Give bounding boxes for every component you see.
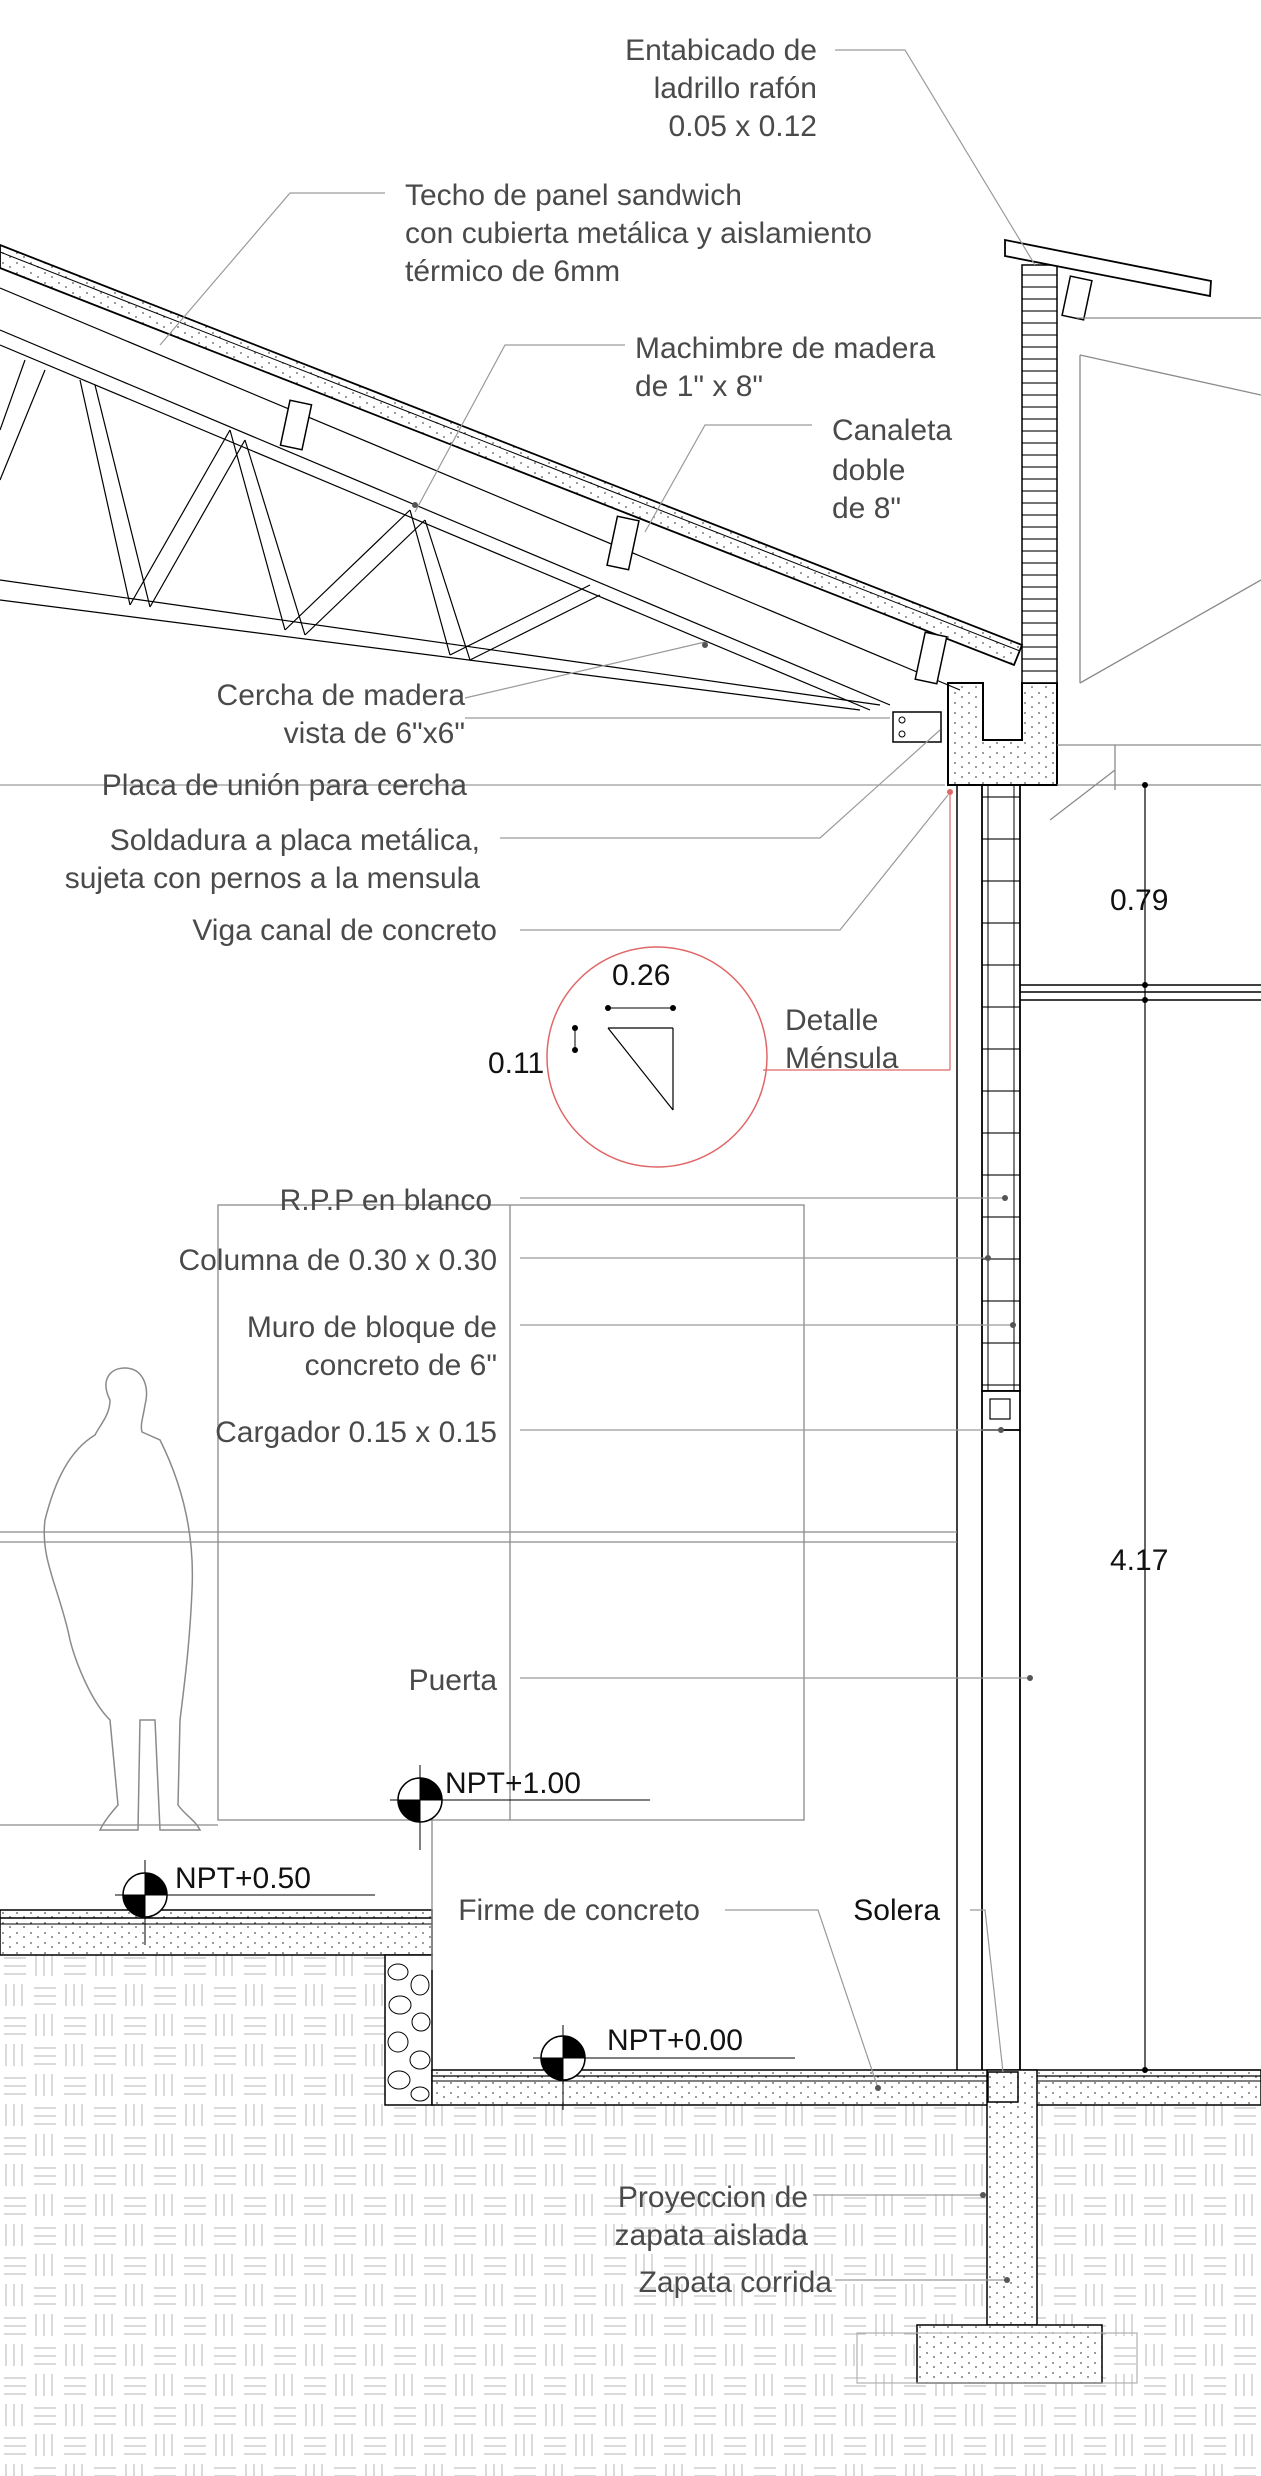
human-figure [43, 1367, 202, 1831]
ground-soil-hatch [0, 1930, 1261, 2476]
roof-panel [0, 244, 1024, 691]
brick-parapet [1004, 238, 1212, 684]
label-cercha-2: vista de 6"x6" [284, 717, 465, 750]
label-entabicado-2: ladrillo rafón [654, 72, 817, 105]
label-puerta: Puerta [409, 1664, 498, 1697]
timber-truss [0, 329, 891, 711]
dimension-079: 0.79 [1110, 884, 1168, 917]
label-viga: Viga canal de concreto [192, 914, 497, 947]
label-rpp: R.P.P en blanco [280, 1184, 492, 1217]
label-zapata: Zapata corrida [639, 2266, 833, 2299]
label-machimbre-1: Machimbre de madera [635, 332, 935, 365]
dimension-026: 0.26 [612, 959, 670, 992]
label-canaleta-1: Canaleta [832, 414, 952, 447]
label-muro-1: Muro de bloque de [247, 1311, 497, 1344]
label-soldadura-2: sujeta con pernos a la mensula [65, 862, 481, 895]
label-cercha-1: Cercha de madera [217, 679, 466, 712]
level-npt050: NPT+0.50 [175, 1862, 311, 1895]
leader-lines [0, 49, 1036, 2281]
label-soldadura-1: Soldadura a placa metálica, [110, 824, 480, 857]
level-npt000: NPT+0.00 [607, 2024, 743, 2057]
channel-beam [763, 682, 1058, 1071]
dimension-texts: 0.79 4.17 0.26 0.11 [488, 884, 1168, 1577]
label-machimbre-2: de 1" x 8" [635, 370, 763, 403]
label-detalle-1: Detalle [785, 1004, 878, 1037]
label-cargador: Cargador 0.15 x 0.15 [215, 1416, 497, 1449]
level-marker-npt000: NPT+0.00 [533, 2024, 795, 2110]
block-wall [956, 780, 1021, 2070]
dimension-011: 0.11 [488, 1047, 544, 1080]
roof-purlins [279, 399, 948, 685]
label-solera: Solera [853, 1894, 940, 1927]
label-techo-3: térmico de 6mm [405, 255, 620, 288]
stone-fill [384, 1954, 433, 2106]
door [0, 1204, 957, 1970]
level-npt100: NPT+1.00 [445, 1767, 581, 1800]
label-columna: Columna de 0.30 x 0.30 [178, 1244, 497, 1277]
dimension-lines [1120, 782, 1261, 2073]
level-marker-npt100: NPT+1.00 [390, 1765, 650, 1850]
adjacent-structure [1049, 317, 1261, 821]
label-canaleta-3: de 8" [832, 492, 901, 525]
label-entabicado-1: Entabicado de [625, 34, 817, 67]
level-marker-npt050: NPT+0.50 [115, 1860, 375, 1945]
annotation-labels: Entabicado de ladrillo rafón 0.05 x 0.12… [65, 34, 953, 2299]
label-placa: Placa de unión para cercha [102, 769, 468, 802]
label-canaleta-2: doble [832, 454, 905, 487]
label-detalle-2: Ménsula [785, 1042, 899, 1075]
corbel-detail [546, 946, 768, 1168]
label-techo-1: Techo de panel sandwich [405, 179, 742, 212]
label-entabicado-3: 0.05 x 0.12 [669, 110, 817, 143]
label-proyeccion-2: zapata aislada [615, 2219, 809, 2252]
upper-slab-right [1020, 984, 1261, 1001]
raised-slab [0, 1909, 433, 1956]
label-firme: Firme de concreto [458, 1894, 700, 1927]
label-muro-2: concreto de 6" [305, 1349, 497, 1382]
foundation [856, 2069, 1138, 2384]
dimension-417: 4.17 [1110, 1544, 1168, 1577]
leader-dots [412, 502, 1033, 2283]
label-techo-2: con cubierta metálica y aislamiento [405, 217, 872, 250]
label-proyeccion-1: Proyeccion de [618, 2181, 808, 2214]
